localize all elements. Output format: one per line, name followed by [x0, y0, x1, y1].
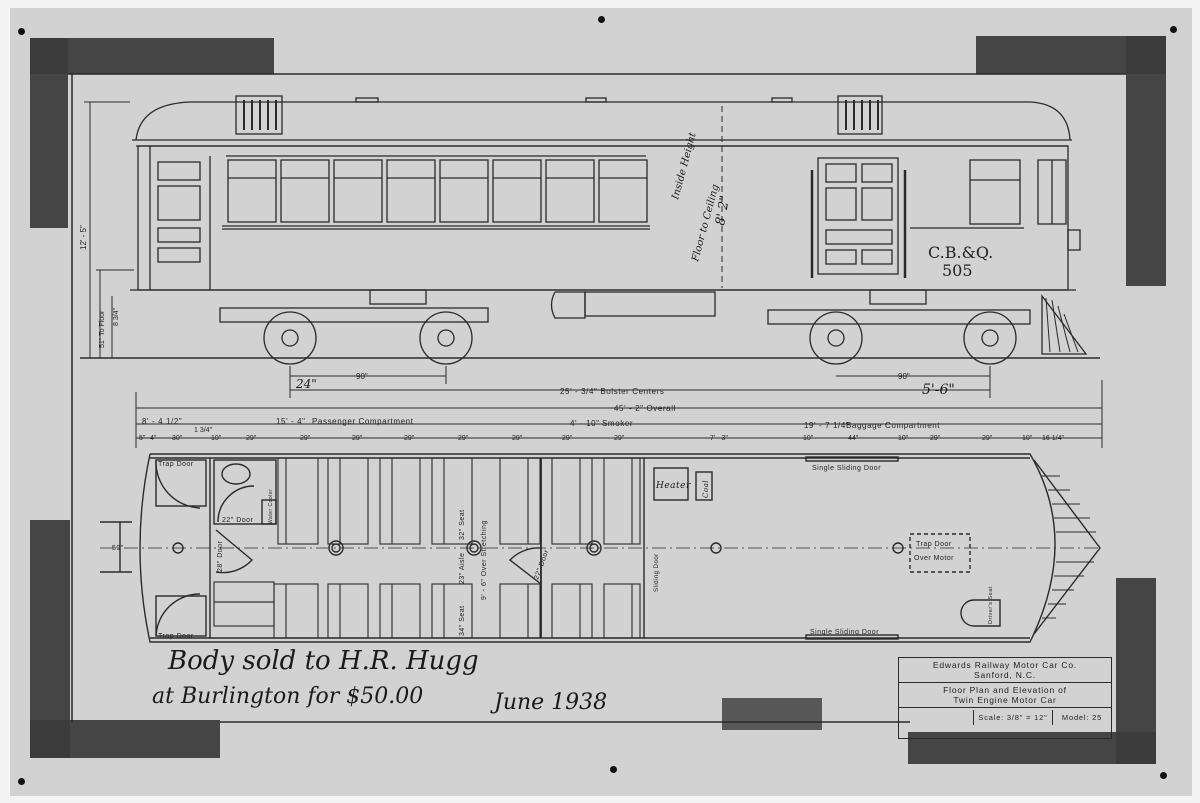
company-name: Edwards Railway Motor Car Co.	[932, 660, 1078, 670]
pin	[18, 778, 25, 785]
tape-scrap	[722, 698, 822, 730]
scale-value: Scale: 3/8" = 12"	[974, 710, 1053, 725]
coal-box-label: Coal	[702, 480, 710, 498]
svg-text:8' 2": 8' 2"	[713, 194, 733, 226]
compartment-baggage-name: Baggage Compartment	[846, 421, 940, 430]
svg-text:29": 29"	[614, 435, 625, 442]
end-width-dim: 50"	[112, 545, 124, 552]
svg-text:7' - 3": 7' - 3"	[710, 435, 728, 442]
overall-height-dim: 12' - 5"	[79, 225, 88, 250]
trap-door-label-top: Trap Door	[158, 461, 194, 468]
aisle-dim: 23" Aisle	[459, 552, 466, 584]
overall-length-dim: 45' - 2" Overall	[614, 404, 676, 413]
toilet-door-label: 22" Door	[222, 517, 254, 524]
sliding-door-label: Sliding Door	[654, 553, 660, 592]
pin	[598, 16, 605, 23]
tape-bottom-left-vertical	[30, 520, 70, 758]
over-stretching-dim: 9' - 6" Over Stretching	[481, 520, 488, 600]
vestibule-door-label: 28" Door	[217, 540, 224, 572]
step-height-dim: 8 3/4"	[113, 307, 120, 326]
compartment-passenger-name: Passenger Compartment	[312, 417, 414, 426]
water-cooler-label: Water Cooler	[268, 489, 274, 524]
company-location: Sanford, N.C.	[974, 670, 1036, 680]
svg-text:10": 10"	[898, 435, 909, 442]
pin	[1160, 772, 1167, 779]
drawing-border	[68, 73, 1126, 723]
height-dimensions	[84, 101, 134, 358]
tape-top-left-horizontal	[30, 38, 274, 74]
length-dimensions	[135, 366, 1103, 448]
title-block-company: Edwards Railway Motor Car Co. Sanford, N…	[899, 658, 1111, 683]
tape-bottom-left-horizontal	[30, 720, 220, 758]
seat-dim-top: 32" Seat	[459, 509, 466, 540]
tape-bottom-right-horizontal	[908, 732, 1156, 764]
svg-text:29": 29"	[246, 435, 257, 442]
svg-text:29": 29"	[512, 435, 523, 442]
drivers-seat-label: Driver's Seat	[988, 586, 994, 624]
svg-text:29": 29"	[300, 435, 311, 442]
side-elevation	[80, 95, 1100, 365]
spacing-dimension-row: 5" 4" 30" 1 3/4" 10" 29" 29" 29" 29" 29"…	[139, 427, 1064, 442]
title-block-scale-row: Scale: 3/8" = 12" Model: 25	[899, 708, 1111, 727]
title-block-drawing-title: Floor Plan and Elevation of Twin Engine …	[899, 683, 1111, 708]
handwritten-note-line1: Body sold to H.R. Hugg	[168, 646, 479, 676]
handwritten-note-line2: at Burlington for $50.00	[152, 684, 424, 709]
trap-door-motor-label-2: Over Motor	[914, 555, 954, 562]
svg-text:Inside Height: Inside Height	[670, 130, 699, 201]
trap-door-label-bottom: Trap Door	[158, 633, 194, 640]
compartment-smoker-length: 4' - 10"	[570, 419, 600, 428]
title-block: Edwards Railway Motor Car Co. Sanford, N…	[898, 657, 1112, 739]
seat-dim-bottom: 34" Seat	[459, 605, 466, 636]
model-value: Model: 25	[1061, 713, 1103, 722]
car-number: 505	[942, 261, 973, 280]
pin	[610, 766, 617, 773]
heater-label: Heater	[655, 481, 691, 491]
svg-text:1 3/4": 1 3/4"	[194, 427, 213, 434]
svg-text:29": 29"	[458, 435, 469, 442]
svg-text:5": 5"	[139, 435, 146, 442]
floor-height-dim: 51" To Floor	[99, 310, 106, 348]
pin	[1170, 26, 1177, 33]
compartment-vestibule-length: 8' - 4 1/2"	[142, 417, 182, 426]
drawing-title-line2: Twin Engine Motor Car	[953, 695, 1057, 705]
compartment-smoker-name: Smoker	[602, 419, 633, 428]
svg-text:10": 10"	[211, 435, 222, 442]
svg-text:4": 4"	[150, 435, 157, 442]
svg-text:44": 44"	[848, 435, 859, 442]
svg-text:30": 30"	[172, 435, 183, 442]
single-sliding-door-top-label: Single Sliding Door	[812, 465, 881, 472]
svg-text:29": 29"	[352, 435, 363, 442]
ceiling-note: Inside Height Floor to Ceiling 8' 2"	[670, 130, 733, 263]
trap-door-motor-label-1: Trap Door	[916, 541, 952, 548]
tape-top-right-vertical	[1126, 36, 1166, 286]
svg-text:16 1/4": 16 1/4"	[1042, 435, 1064, 442]
pin	[18, 28, 25, 35]
tape-top-left-vertical	[30, 38, 68, 228]
truck-offset-right-dim: 5'-6"	[922, 382, 955, 398]
car-road-name: C.B.&Q.	[928, 243, 993, 262]
compartment-baggage-length: 19' - 7 1/4"	[804, 421, 849, 430]
bolster-centers-dim: 25' - 3/4" Bolster Centers	[560, 387, 664, 396]
svg-text:29": 29"	[562, 435, 573, 442]
svg-text:10": 10"	[803, 435, 814, 442]
floor-plan	[100, 453, 1101, 643]
drawing-title-line1: Floor Plan and Elevation of	[943, 685, 1067, 695]
blueprint-sheet	[10, 8, 1192, 796]
compartment-passenger-length: 15' - 4"	[276, 417, 306, 426]
svg-text:29": 29"	[930, 435, 941, 442]
wheelbase-right-dim: 90"	[898, 372, 910, 381]
svg-text:29": 29"	[982, 435, 993, 442]
truck-offset-left-dim: 24"	[295, 377, 317, 391]
svg-text:29": 29"	[404, 435, 415, 442]
svg-text:10": 10"	[1022, 435, 1033, 442]
single-sliding-door-bottom-label: Single Sliding Door	[810, 629, 879, 636]
wheelbase-left-dim: 90"	[356, 372, 368, 381]
handwritten-note-date: June 1938	[494, 690, 608, 715]
smoker-door-label: 22" Door	[533, 549, 550, 581]
